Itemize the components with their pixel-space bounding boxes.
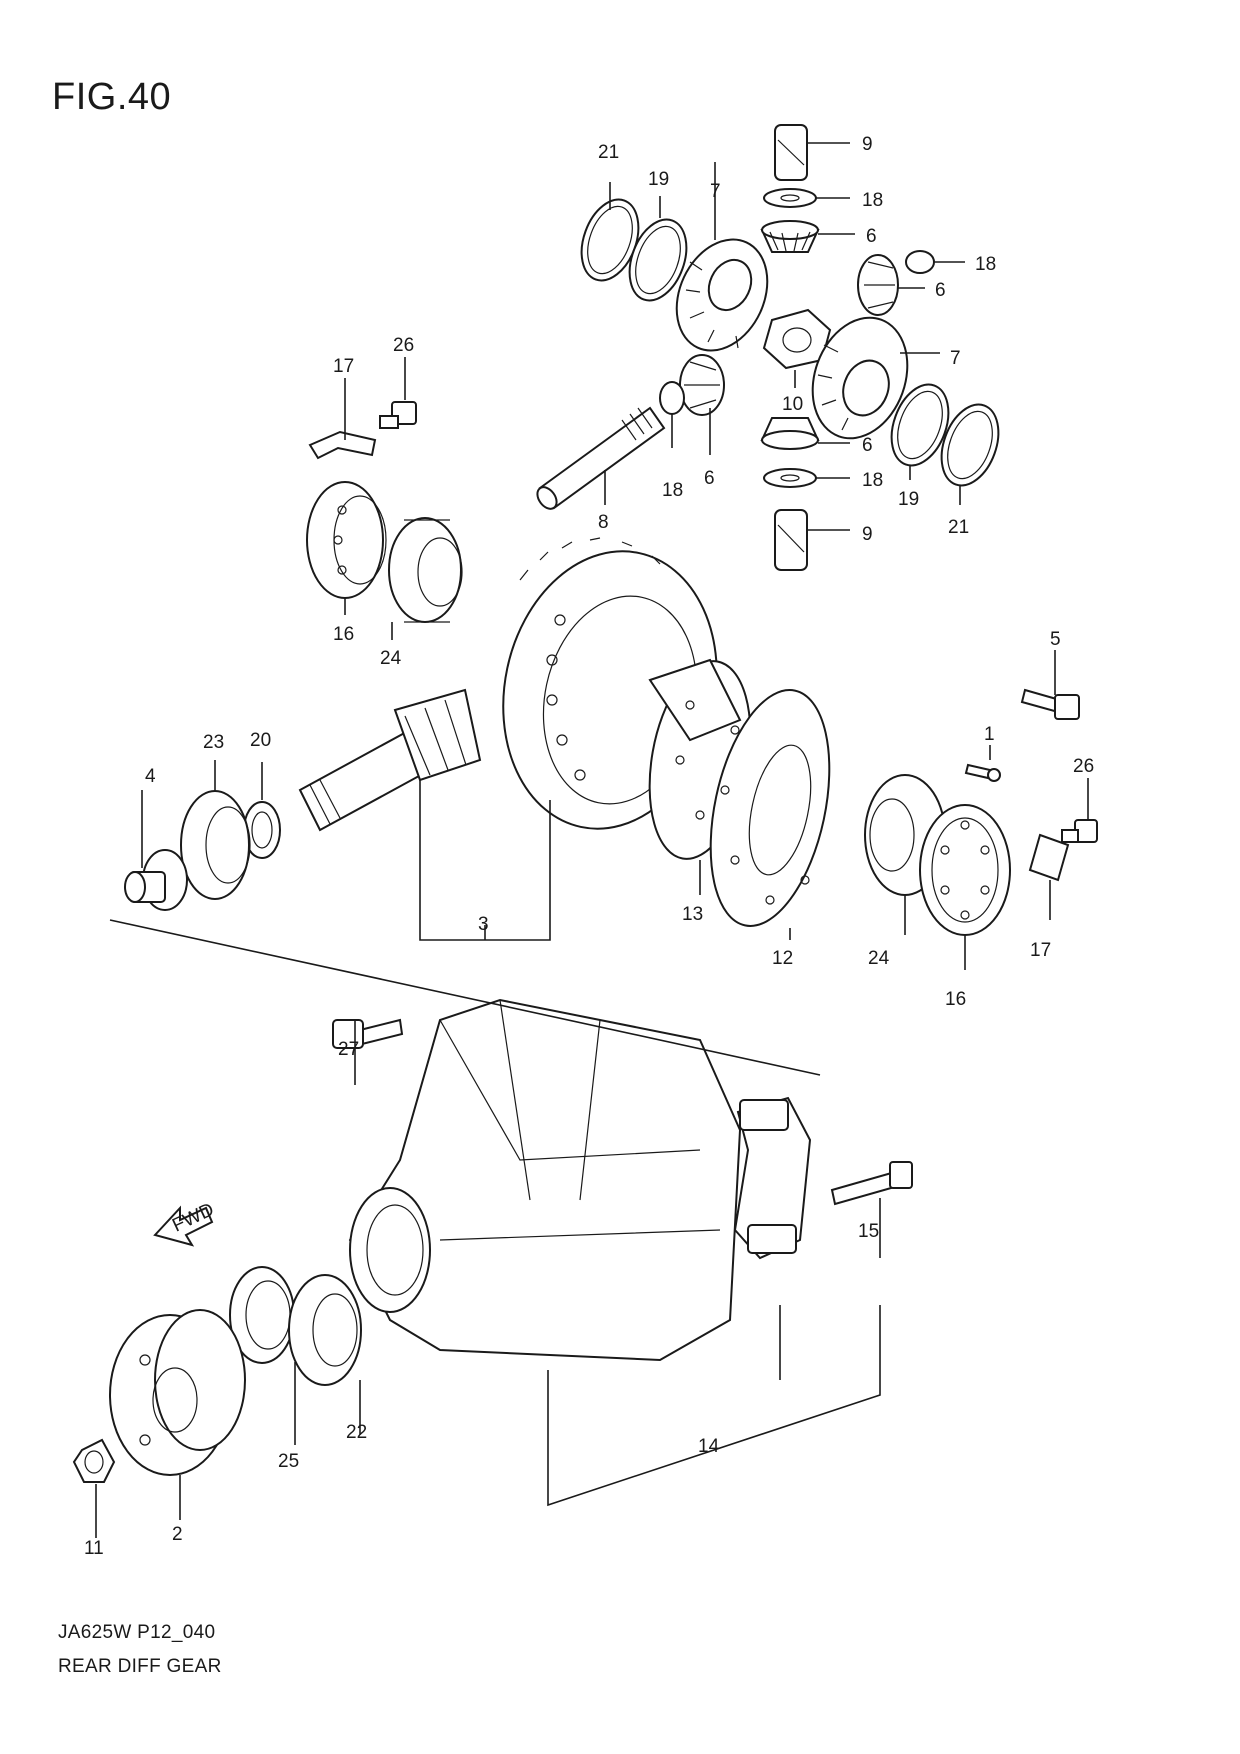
leader-lines <box>95 142 1089 1538</box>
part-pinion-bearing-rear[interactable] <box>288 1274 362 1386</box>
part-bearing-cap[interactable] <box>733 1096 812 1260</box>
callout-16-top: 16 <box>333 624 354 645</box>
part-lock-bolt-left[interactable] <box>379 401 417 429</box>
arrow-left-icon <box>153 1205 214 1247</box>
figure-code: JA625W P12_040 <box>58 1622 216 1643</box>
callout-6-top: 6 <box>866 226 877 247</box>
callout-21-bottom: 21 <box>948 517 969 538</box>
part-pinion-collar[interactable] <box>124 849 188 911</box>
part-small-screw[interactable] <box>964 763 1001 782</box>
part-lock-bolt-right[interactable] <box>1061 819 1098 843</box>
part-bearing-adjuster-left[interactable] <box>306 481 387 599</box>
part-pinion-bearing-front[interactable] <box>180 790 251 900</box>
callout-18-left: 18 <box>662 480 683 501</box>
part-differential-carrier-housing[interactable] <box>348 998 742 1362</box>
part-side-gear-thrust-ring-right-a[interactable] <box>881 377 959 474</box>
callout-20: 20 <box>250 730 271 751</box>
callout-24-bottom: 24 <box>868 948 890 969</box>
callout-9-top: 9 <box>862 134 873 155</box>
part-bolt-ring-gear[interactable] <box>1020 688 1080 720</box>
callout-26-bottom: 26 <box>1073 756 1094 777</box>
part-side-gear-thrust-ring-right-b[interactable] <box>931 397 1009 494</box>
callout-18-right: 18 <box>975 254 996 275</box>
part-differential-shaft[interactable] <box>533 406 666 512</box>
part-side-gear-right[interactable] <box>797 304 924 451</box>
callout-11: 11 <box>84 1538 104 1559</box>
part-pinion-shaft-pin-top[interactable] <box>774 124 808 181</box>
part-flange-nut[interactable] <box>72 1438 116 1483</box>
part-thrust-washer-left[interactable] <box>659 381 685 415</box>
callout-6-bottom: 6 <box>862 435 873 456</box>
callout-16-bottom: 16 <box>945 989 966 1010</box>
callout-13: 13 <box>682 904 703 925</box>
part-drive-pinion[interactable] <box>298 688 482 832</box>
callout-12: 12 <box>772 948 793 969</box>
callout-25: 25 <box>278 1451 299 1472</box>
part-side-gear-left[interactable] <box>659 225 784 366</box>
part-companion-flange[interactable] <box>109 1309 246 1476</box>
part-pinion-spacer[interactable] <box>243 801 281 859</box>
callout-labels: 9 18 6 18 6 21 19 7 7 10 6 18 9 18 6 8 1… <box>84 134 1094 1559</box>
callout-6-left: 6 <box>704 468 715 489</box>
callout-7-right: 7 <box>950 348 961 369</box>
callout-19-bottom: 19 <box>898 489 919 510</box>
callout-2: 2 <box>172 1524 183 1545</box>
callout-19-top: 19 <box>648 169 669 190</box>
callout-3: 3 <box>478 914 489 935</box>
callout-22: 22 <box>346 1422 367 1443</box>
callout-17-bottom: 17 <box>1030 940 1051 961</box>
callout-6-right: 6 <box>935 280 946 301</box>
callout-21-top: 21 <box>598 142 619 163</box>
callout-4: 4 <box>145 766 156 787</box>
part-differential-case-half[interactable] <box>691 679 848 937</box>
callout-9-bottom: 9 <box>862 524 873 545</box>
part-bearing-cap-bolt[interactable] <box>830 1161 913 1206</box>
figure-title: FIG.40 <box>52 76 172 118</box>
part-pinion-gear-top[interactable] <box>760 220 820 253</box>
part-thrust-washer-bottom[interactable] <box>763 468 817 488</box>
callout-14: 14 <box>698 1436 720 1457</box>
callout-24-top: 24 <box>380 648 402 669</box>
part-thrust-washer-right[interactable] <box>905 250 935 274</box>
part-pinion-gear-bottom[interactable] <box>760 417 820 450</box>
callout-5: 5 <box>1050 629 1061 650</box>
part-pinion-gear-right[interactable] <box>857 254 899 316</box>
part-lock-plate-left[interactable] <box>308 430 377 460</box>
callout-8: 8 <box>598 512 609 533</box>
callout-7-top: 7 <box>710 181 721 202</box>
callout-1: 1 <box>984 724 995 745</box>
part-side-bearing-left[interactable] <box>388 517 463 623</box>
callout-18-top: 18 <box>862 190 883 211</box>
figure-name: REAR DIFF GEAR <box>58 1656 222 1677</box>
callout-18-bottom: 18 <box>862 470 883 491</box>
callout-26-top: 26 <box>393 335 414 356</box>
callout-15: 15 <box>858 1221 879 1242</box>
callout-10: 10 <box>782 394 803 415</box>
callout-17-top: 17 <box>333 356 354 377</box>
part-thrust-washer-top[interactable] <box>763 188 817 208</box>
part-bearing-adjuster-right[interactable] <box>919 804 1011 936</box>
callout-27: 27 <box>338 1039 359 1060</box>
part-lock-plate-right[interactable] <box>1028 833 1070 882</box>
part-side-gear-thrust-ring-left-b[interactable] <box>619 212 697 309</box>
callout-23: 23 <box>203 732 224 753</box>
part-pinion-shaft-pin-bottom[interactable] <box>774 509 808 571</box>
part-pinion-gear-left[interactable] <box>679 354 725 416</box>
